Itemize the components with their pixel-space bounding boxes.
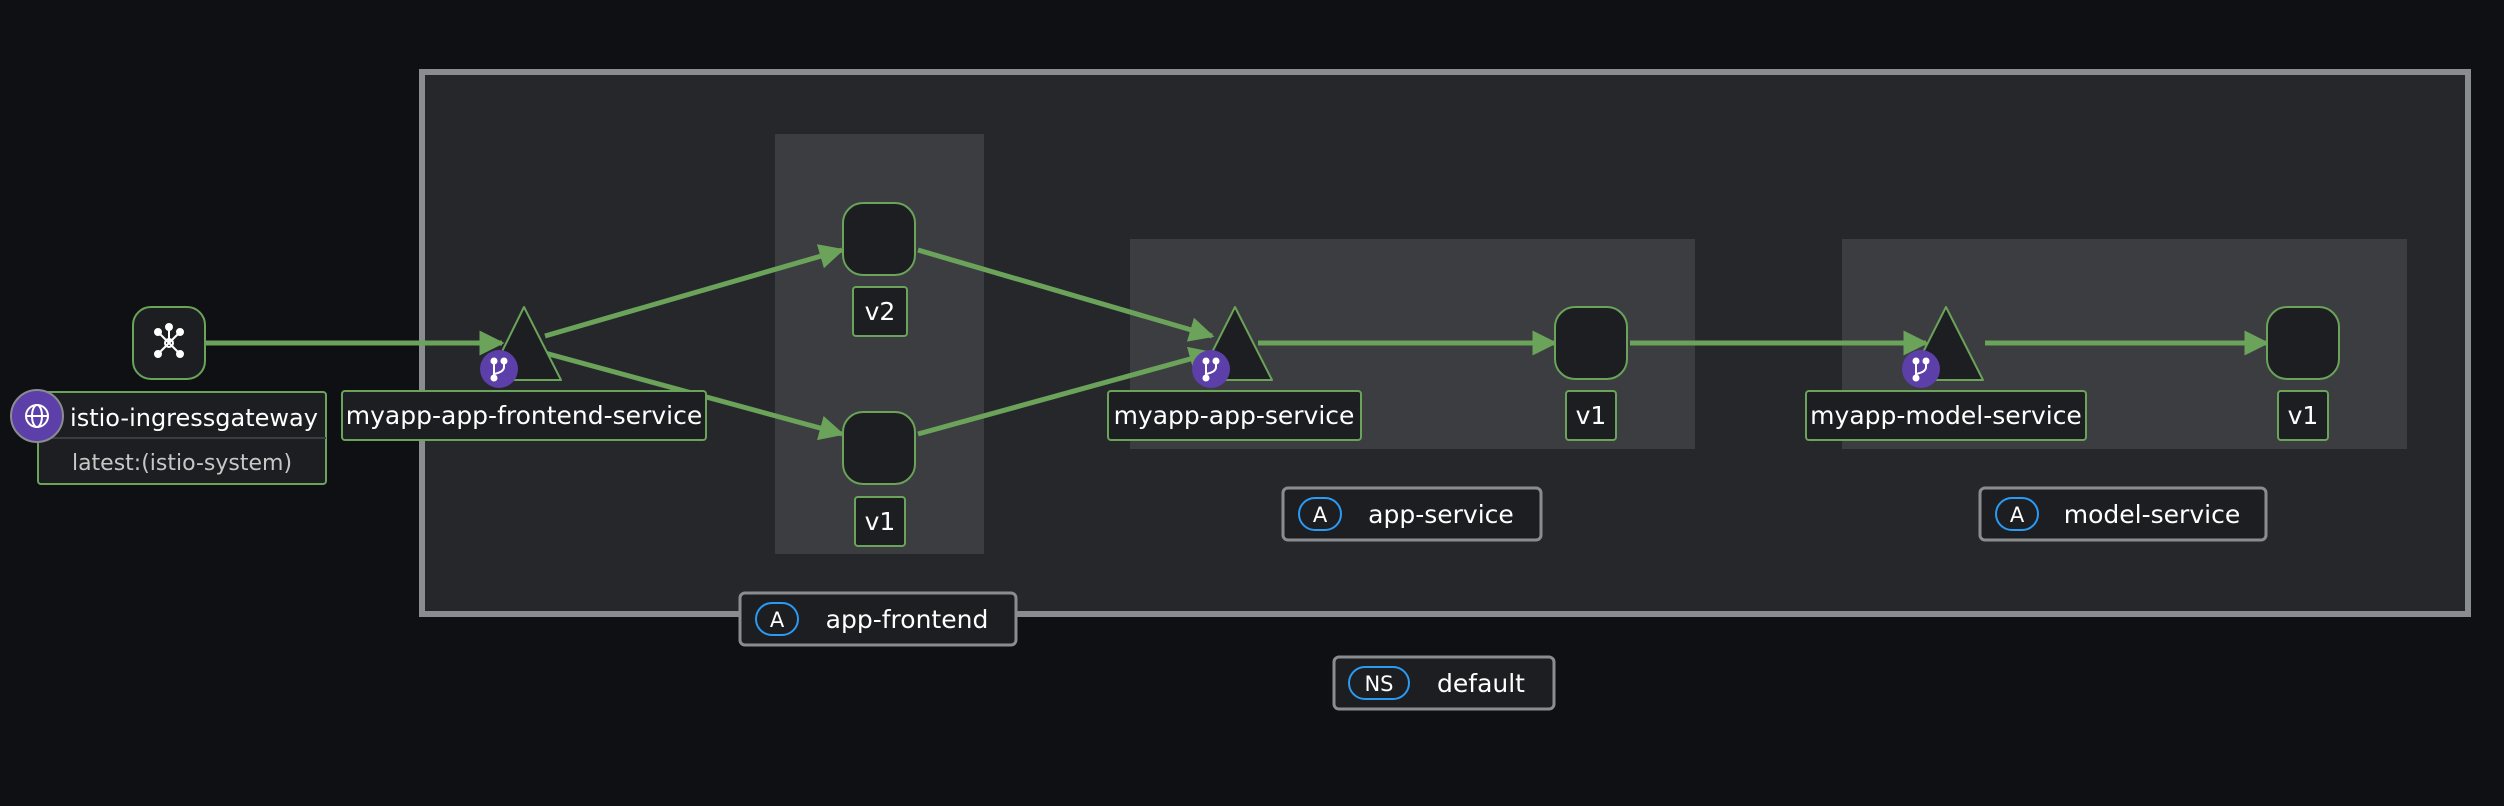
app-box-frontend[interactable] xyxy=(775,134,984,554)
model-service-label[interactable]: myapp-model-service xyxy=(1805,390,2087,441)
model-service-name: myapp-model-service xyxy=(1810,401,2082,430)
app-frontend-group-label[interactable]: A app-frontend xyxy=(738,591,1018,647)
app-service-group-name: app-service xyxy=(1368,500,1514,529)
model-service-group-name: model-service xyxy=(2064,500,2240,529)
app-badge: A xyxy=(1313,503,1328,527)
frontend-v1-label[interactable]: v1 xyxy=(854,496,906,547)
model-v1-node[interactable] xyxy=(2266,306,2340,380)
branch-icon xyxy=(1192,350,1230,388)
app-service-name: myapp-app-service xyxy=(1114,401,1355,430)
frontend-v1-node[interactable] xyxy=(842,411,916,485)
frontend-v1-name: v1 xyxy=(865,507,896,536)
app-v1-node[interactable] xyxy=(1554,306,1628,380)
network-hub-icon xyxy=(154,323,184,358)
app-frontend-name: app-frontend xyxy=(826,605,989,634)
namespace-badge: NS xyxy=(1364,672,1393,696)
gateway-label[interactable]: istio-ingressgateway latest:(istio-syste… xyxy=(37,391,327,485)
frontend-service-name: myapp-app-frontend-service xyxy=(346,401,702,430)
globe-icon xyxy=(10,389,64,443)
app-v1-name: v1 xyxy=(1576,401,1607,430)
gateway-sublabel: latest:(istio-system) xyxy=(72,451,292,476)
namespace-name: default xyxy=(1437,669,1525,698)
edge-v2-to-app-service[interactable] xyxy=(917,247,1215,342)
app-badge: A xyxy=(770,608,785,632)
app-service-label[interactable]: myapp-app-service xyxy=(1107,390,1362,441)
branch-icon xyxy=(480,350,518,388)
gateway-name: istio-ingressgateway xyxy=(70,404,318,432)
frontend-v2-node[interactable] xyxy=(842,202,916,276)
frontend-v2-name: v2 xyxy=(865,297,896,326)
namespace-label[interactable]: NS default xyxy=(1332,655,1556,711)
edge-frontend-service-to-v2[interactable] xyxy=(544,244,845,339)
app-service-group-label[interactable]: A app-service xyxy=(1281,486,1543,542)
app-badge: A xyxy=(2010,503,2025,527)
model-v1-name: v1 xyxy=(2288,401,2319,430)
app-v1-label[interactable]: v1 xyxy=(1565,390,1617,441)
frontend-service-label[interactable]: myapp-app-frontend-service xyxy=(341,390,707,441)
frontend-v2-label[interactable]: v2 xyxy=(852,286,908,337)
model-service-group-label[interactable]: A model-service xyxy=(1978,486,2268,542)
edge-v1-to-app-service[interactable] xyxy=(917,346,1215,437)
gateway-node[interactable] xyxy=(132,306,206,380)
branch-icon xyxy=(1902,350,1940,388)
model-v1-label[interactable]: v1 xyxy=(2277,390,2329,441)
